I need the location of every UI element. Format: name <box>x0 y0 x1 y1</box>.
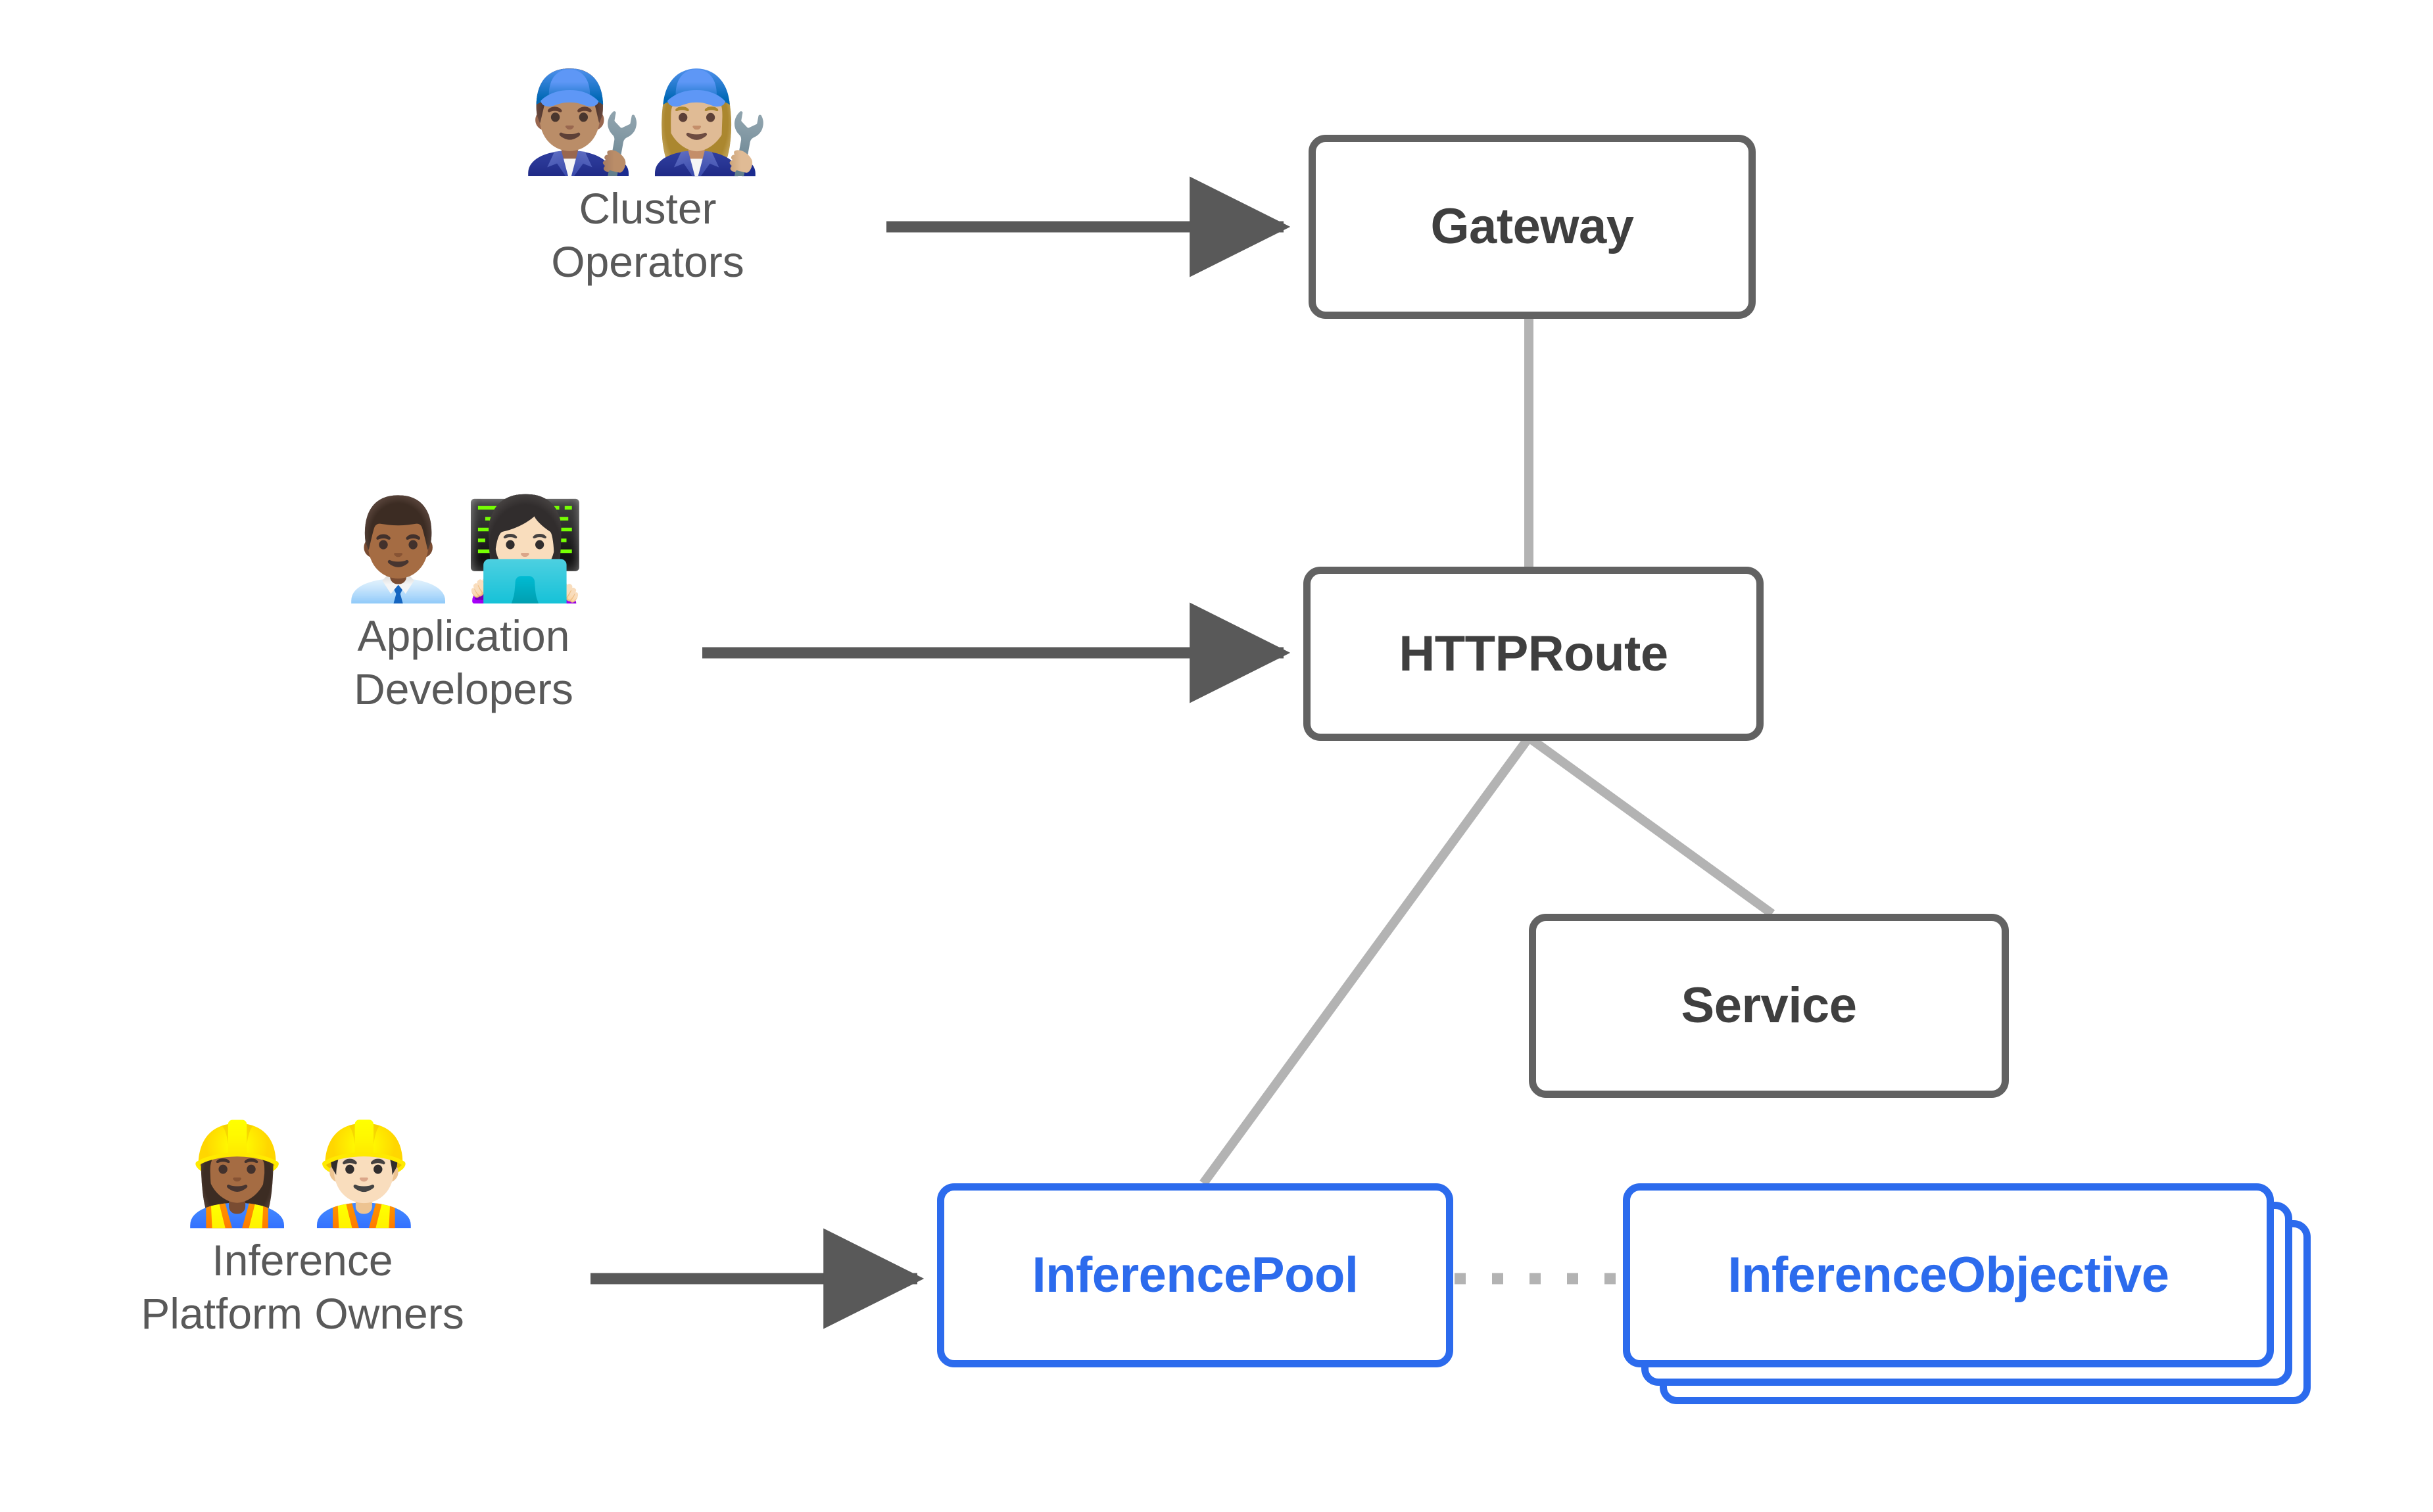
node-label-httproute: HTTPRoute <box>1399 625 1668 682</box>
edge-httproute-service <box>1526 734 1775 918</box>
persona-inference-platform-owners: 👷🏾‍♀️👷🏻‍♂️ Inference Platform Owners <box>85 1124 519 1340</box>
node-gateway[interactable]: Gateway <box>1309 135 1756 319</box>
node-label-service: Service <box>1681 978 1857 1033</box>
persona-label-inference-platform-owners: Inference Platform Owners <box>141 1236 464 1338</box>
persona-label-cluster-operators: Cluster Operators <box>551 184 744 286</box>
node-label-inferenceobjective: InferenceObjective <box>1727 1247 2169 1303</box>
mechanic-pair-icon: 👨🏽‍🔧👩🏼‍🔧 <box>521 65 775 179</box>
node-httproute[interactable]: HTTPRoute <box>1303 567 1764 741</box>
node-service[interactable]: Service <box>1529 914 2009 1098</box>
developer-pair-icon: 👨🏾‍💼👩🏻‍💻 <box>337 492 590 607</box>
persona-label-application-developers: Application Developers <box>354 611 573 713</box>
node-inferencepool[interactable]: InferencePool <box>937 1183 1453 1367</box>
edge-httproute-inferencepool <box>1199 734 1533 1187</box>
node-inferenceobjective[interactable]: InferenceObjective <box>1623 1183 2274 1367</box>
persona-cluster-operators: 👨🏽‍🔧👩🏼‍🔧 Cluster Operators <box>500 72 796 288</box>
construction-worker-pair-icon: 👷🏾‍♀️👷🏻‍♂️ <box>176 1117 429 1231</box>
node-label-gateway: Gateway <box>1430 199 1634 254</box>
persona-application-developers: 👨🏾‍💼👩🏻‍💻 Application Developers <box>309 500 618 715</box>
node-label-inferencepool: InferencePool <box>1032 1247 1359 1303</box>
